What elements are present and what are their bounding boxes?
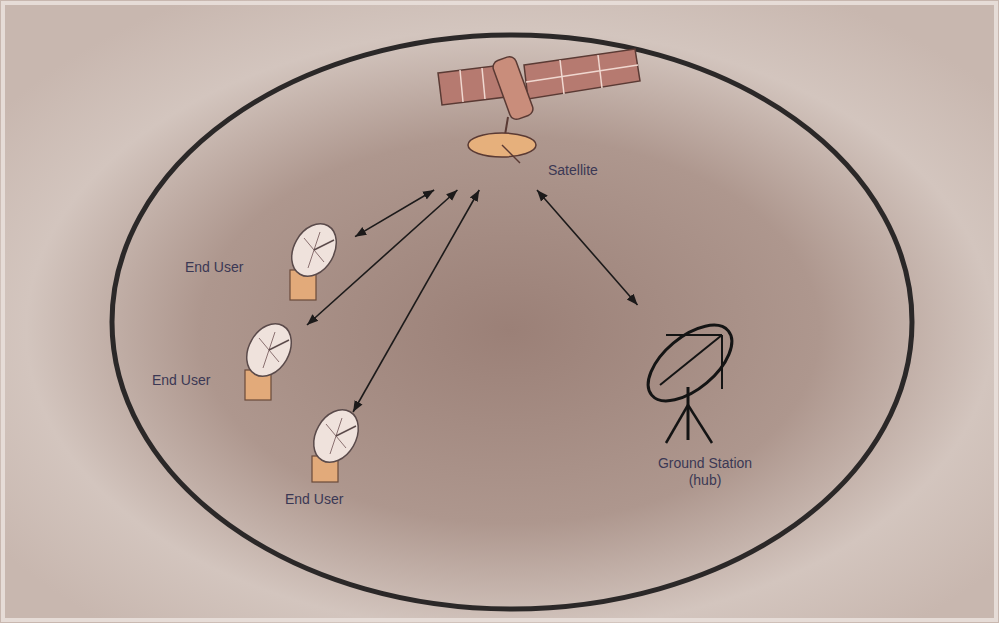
tripod-leg	[666, 405, 688, 443]
tripod-leg	[688, 405, 712, 443]
signal-link	[307, 190, 457, 325]
station-node: Ground Station (hub)	[630, 305, 780, 500]
station-node: Satellite	[430, 45, 650, 190]
dish-feed	[336, 426, 356, 436]
satellite-icon	[438, 49, 640, 163]
dish-reflector	[283, 216, 346, 284]
node-label: End User	[152, 372, 210, 389]
dish-mast	[687, 387, 690, 440]
frame	[3, 3, 996, 620]
user-dish-icon	[283, 216, 346, 300]
hub-dish	[635, 311, 745, 415]
dish-strut	[660, 335, 722, 385]
node-label: Ground Station (hub)	[650, 455, 760, 489]
signal-link	[537, 190, 638, 305]
station-node: End User	[180, 225, 355, 315]
dish-feed	[314, 240, 334, 250]
ground-station-icon	[635, 311, 745, 443]
node-label: End User	[185, 259, 243, 276]
dish-reflector	[238, 316, 301, 384]
satellite-body	[491, 55, 535, 121]
user-dish-icon	[305, 402, 368, 482]
dish-reflector	[305, 402, 368, 470]
user-dish-icon	[238, 316, 301, 400]
dish-feed	[502, 145, 520, 163]
dish-feed	[269, 340, 289, 350]
node-label: End User	[285, 491, 343, 508]
station-node: End User	[280, 412, 380, 512]
node-label: Satellite	[548, 162, 598, 179]
solar-panel	[524, 49, 640, 99]
station-node: End User	[150, 325, 310, 410]
dish-strut	[666, 334, 722, 336]
coverage-ellipse	[112, 35, 912, 609]
panel-grid	[482, 68, 485, 99]
signal-link	[355, 190, 434, 237]
panel-grid	[526, 65, 638, 82]
dish-strut	[721, 335, 723, 389]
signal-link	[353, 190, 479, 412]
panel-grid	[460, 70, 463, 102]
